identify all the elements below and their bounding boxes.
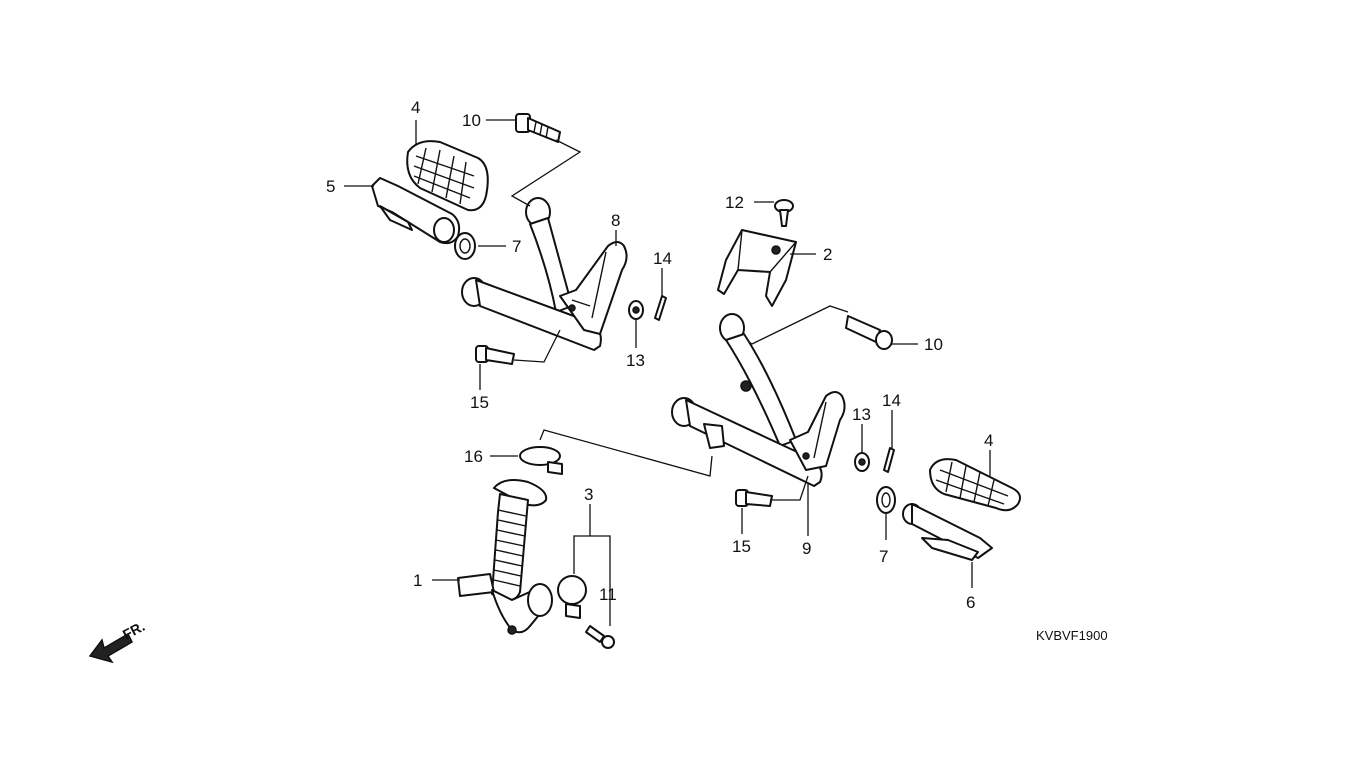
cotter-pin-14-top [654, 295, 667, 321]
step-bracket-left [461, 197, 628, 351]
callout-14-bottom: 14 [882, 391, 901, 410]
step-peg-right [902, 503, 993, 561]
callout-15-left: 15 [470, 393, 489, 412]
callout-3: 3 [584, 485, 593, 504]
step-rubber-left [406, 140, 489, 212]
screw-11 [585, 625, 615, 649]
callout-13-top: 13 [626, 351, 645, 370]
band-16 [519, 446, 563, 475]
callout-16: 16 [464, 447, 483, 466]
callout-10-right: 10 [924, 335, 943, 354]
bolt-10-right [845, 315, 893, 350]
bolt-15-left [475, 345, 515, 365]
bolt-10-top [515, 113, 561, 143]
callout-1: 1 [413, 571, 422, 590]
callout-11: 11 [599, 585, 617, 604]
front-direction-arrow-icon [88, 632, 133, 664]
bracket-cover [717, 229, 797, 307]
clamp-3 [557, 575, 587, 619]
screw-12 [774, 199, 794, 227]
washer-left [454, 232, 476, 260]
step-guard [457, 479, 553, 635]
step-bracket-right [671, 313, 846, 487]
washer-right [876, 486, 896, 514]
callout-8: 8 [611, 211, 620, 230]
callout-14-top: 14 [653, 249, 672, 268]
callout-13-bottom: 13 [852, 405, 871, 424]
callout-10-top: 10 [462, 111, 481, 130]
step-rubber-right [929, 458, 1021, 512]
diagram-code: KVBVF1900 [1036, 628, 1108, 643]
callout-4-right: 4 [984, 431, 993, 450]
cotter-pin-14-bottom [883, 447, 895, 473]
callout-5: 5 [326, 177, 335, 196]
callout-7-left: 7 [512, 237, 521, 256]
callout-6: 6 [966, 593, 975, 612]
callout-7-right: 7 [879, 547, 888, 566]
callout-4-left: 4 [411, 98, 420, 117]
callout-9: 9 [802, 539, 811, 558]
bolt-15-right [735, 489, 773, 507]
callout-12: 12 [725, 193, 744, 212]
callout-15-right: 15 [732, 537, 751, 556]
callout-2: 2 [823, 245, 832, 264]
